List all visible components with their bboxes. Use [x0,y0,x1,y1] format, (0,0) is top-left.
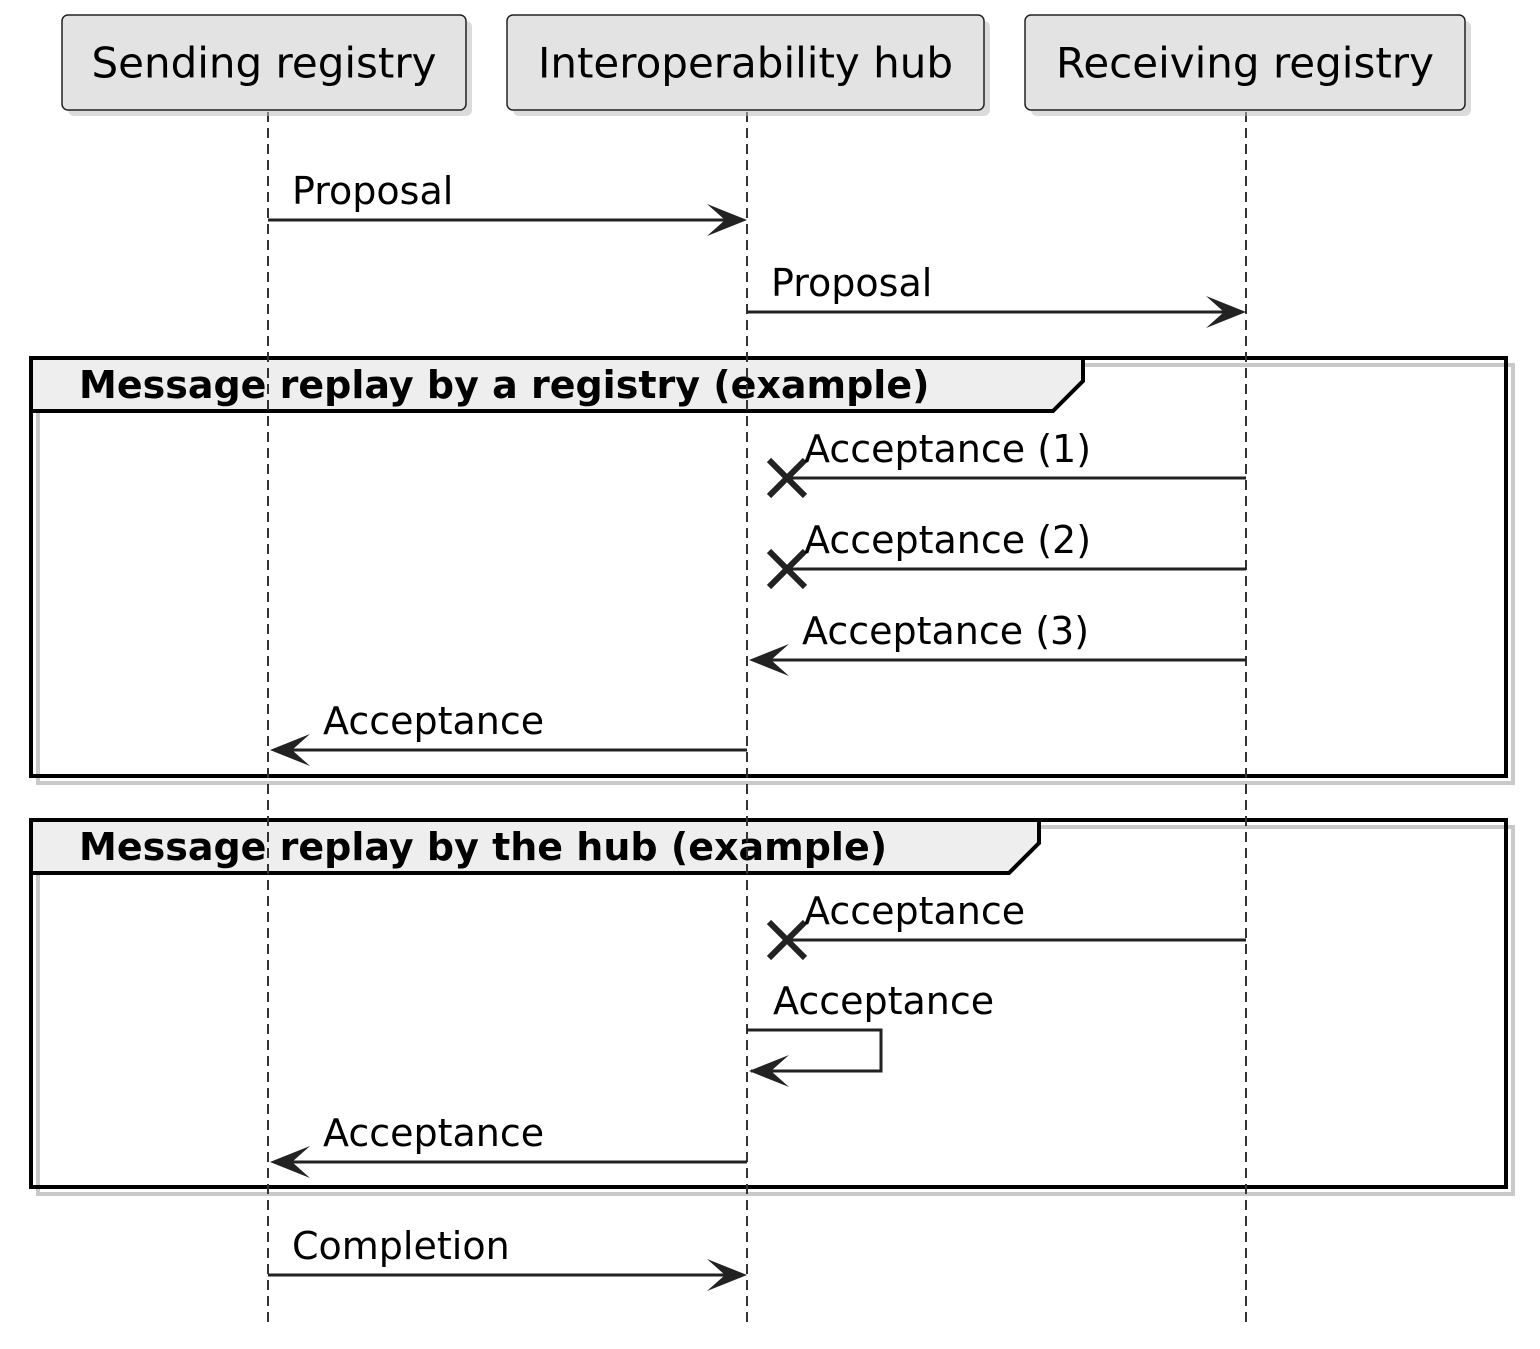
message-label: Completion [292,1224,510,1268]
arrow-head [749,644,789,676]
message-arrow: Acceptance (3) [749,609,1246,676]
participant-receiver: Receiving registry [1024,14,1471,116]
message-label: Acceptance [323,699,544,743]
arrow-head [749,1055,789,1087]
arrow-head [707,1259,747,1291]
message-arrow: Acceptance [747,979,994,1087]
message-label: Proposal [292,169,453,213]
group-frame: Message replay by the hub (example) [29,818,1515,1196]
message-arrow: Proposal [268,169,747,236]
message-label: Acceptance [773,979,994,1023]
participant-label: Sending registry [91,39,436,88]
arrow-head [270,734,310,766]
arrow-head [270,1146,310,1178]
participant-box [61,14,467,111]
lifelines [267,112,1247,1328]
group-frame-shadow [36,363,1515,785]
message-label: Acceptance (2) [804,518,1091,562]
lost-message-x [766,548,808,590]
arrow-head [1206,296,1246,328]
message-arrow: Acceptance (2) [766,518,1246,590]
participant-label: Interoperability hub [538,39,953,88]
group-label: Message replay by the hub (example) [79,825,887,869]
participant-hub: Interoperability hub [506,14,990,116]
group-tab [29,356,1085,413]
message-arrow: Acceptance [270,699,747,766]
lost-message-x [766,457,808,499]
participant-sender: Sending registry [61,14,472,116]
message-label: Acceptance (3) [802,609,1089,653]
participant-box [506,14,985,111]
message-label: Acceptance [323,1111,544,1155]
group-frame-border [29,356,1508,778]
message-line [747,1028,883,1073]
group-tab [29,818,1041,875]
participant-label: Receiving registry [1056,39,1434,88]
message-arrow: Acceptance [270,1111,747,1178]
message-label: Proposal [771,261,932,305]
message-arrow: Proposal [747,261,1246,328]
group-frame-border [29,818,1508,1189]
message-label: Acceptance [804,889,1025,933]
message-arrow: Completion [268,1224,747,1291]
lost-message-x [766,919,808,961]
arrow-head [707,204,747,236]
participant-box [1024,14,1466,111]
message-arrow: Acceptance (1) [766,427,1246,499]
group-frame: Message replay by a registry (example) [29,356,1515,785]
message-label: Acceptance (1) [804,427,1091,471]
message-arrow: Acceptance [766,889,1246,961]
group-label: Message replay by a registry (example) [79,363,929,407]
group-frames: Message replay by a registry (example) Me… [29,356,1515,1196]
participants: Sending registry Interoperability hub Rece… [61,14,1471,116]
